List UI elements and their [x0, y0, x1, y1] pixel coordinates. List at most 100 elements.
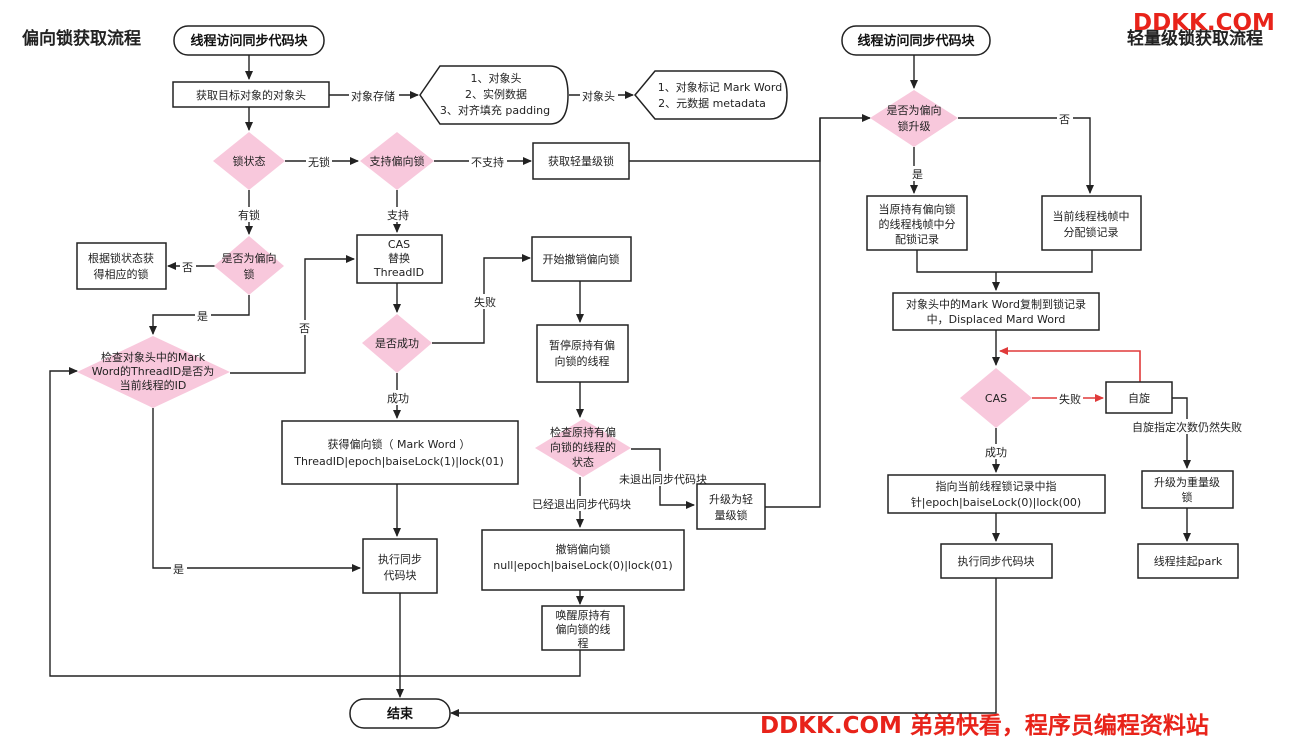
svg-text:锁: 锁: [1182, 490, 1193, 504]
node-start-right: 线程访问同步代码块: [841, 25, 991, 56]
node-check-holder-state-decision: 检查原持有偏 向锁的线程的 状态: [535, 419, 631, 477]
edge-label: 成功: [387, 392, 409, 405]
edge-label: 否: [1059, 113, 1070, 126]
svg-text:当原持有偏向锁: 当原持有偏向锁: [879, 202, 956, 216]
svg-text:1、对象头: 1、对象头: [471, 71, 522, 85]
node-point-lock-record: 指向当前线程锁记录中指 针|epoch|baiseLock(0)|lock(00…: [887, 474, 1106, 514]
edge-label: 对象存储: [351, 89, 395, 103]
svg-text:是否成功: 是否成功: [375, 337, 419, 350]
node-end: 结束: [349, 698, 451, 729]
svg-text:锁升级: 锁升级: [898, 119, 931, 133]
edge-label: 失败: [1059, 392, 1081, 406]
node-is-success-decision: 是否成功: [362, 314, 432, 373]
svg-text:获取目标对象的对象头: 获取目标对象的对象头: [196, 88, 306, 102]
svg-text:2、元数据 metadata: 2、元数据 metadata: [658, 96, 766, 110]
svg-text:配锁记录: 配锁记录: [895, 232, 939, 246]
node-lock-state-decision: 锁状态: [213, 132, 285, 190]
svg-text:根据锁状态获: 根据锁状态获: [88, 251, 154, 265]
edge-label: 有锁: [238, 208, 260, 222]
node-orig-thread-frame: 当原持有偏向锁 的线程栈帧中分 配锁记录: [866, 195, 968, 251]
node-get-biased-lock: 获得偏向锁（ Mark Word ） ThreadID|epoch|baiseL…: [281, 420, 519, 485]
node-current-thread-frame: 当前线程栈帧中 分配锁记录: [1041, 195, 1142, 251]
node-thread-park: 线程挂起park: [1137, 543, 1239, 579]
svg-text:null|epoch|baiseLock(0)|lock(0: null|epoch|baiseLock(0)|lock(01): [493, 559, 672, 572]
edge-label: 否: [182, 261, 193, 274]
node-get-lightweight-lock: 获取轻量级锁: [532, 142, 630, 180]
edge-label: 失败: [474, 295, 496, 309]
svg-text:升级为重量级: 升级为重量级: [1154, 475, 1220, 489]
svg-text:程: 程: [578, 637, 589, 650]
watermark-top: DDKK.COM: [1133, 10, 1275, 36]
svg-text:的线程栈帧中分: 的线程栈帧中分: [879, 217, 956, 231]
svg-text:撤销偏向锁: 撤销偏向锁: [556, 542, 611, 556]
svg-text:对象头中的Mark Word复制到锁记录: 对象头中的Mark Word复制到锁记录: [906, 297, 1086, 311]
left-flow-title: 偏向锁获取流程: [22, 28, 141, 49]
right-flow-title: 轻量级锁获取流程: [1127, 28, 1263, 49]
svg-text:执行同步代码块: 执行同步代码块: [958, 554, 1035, 568]
svg-text:检查对象头中的Mark: 检查对象头中的Mark: [101, 350, 206, 364]
svg-text:得相应的锁: 得相应的锁: [94, 267, 149, 281]
svg-text:锁: 锁: [244, 267, 255, 281]
svg-text:是否为偏向: 是否为偏向: [222, 251, 277, 265]
node-exec-sync-right: 执行同步代码块: [940, 543, 1053, 579]
node-get-object-header: 获取目标对象的对象头: [172, 81, 330, 108]
svg-text:中，Displaced Mard Word: 中，Displaced Mard Word: [927, 313, 1066, 326]
svg-text:替换: 替换: [388, 251, 410, 265]
svg-text:当前线程的ID: 当前线程的ID: [120, 378, 187, 392]
svg-text:代码块: 代码块: [384, 569, 417, 582]
svg-text:升级为轻: 升级为轻: [709, 492, 753, 506]
svg-text:自旋: 自旋: [1128, 391, 1150, 405]
node-check-threadid-decision: 检查对象头中的Mark Word的ThreadID是否为 当前线程的ID: [77, 336, 230, 408]
edge-label: 是: [912, 168, 923, 181]
svg-text:针|epoch|baiseLock(0)|lock(00): 针|epoch|baiseLock(0)|lock(00): [911, 495, 1081, 509]
svg-text:状态: 状态: [572, 455, 594, 469]
svg-text:支持偏向锁: 支持偏向锁: [370, 154, 425, 168]
svg-text:ThreadID|epoch|baiseLock(1)|lo: ThreadID|epoch|baiseLock(1)|lock(01): [293, 455, 504, 468]
edge-label: 不支持: [471, 155, 504, 169]
svg-text:向锁的线程的: 向锁的线程的: [550, 440, 616, 454]
svg-text:锁状态: 锁状态: [233, 154, 266, 168]
node-upgrade-lightweight: 升级为轻 量级锁: [696, 483, 766, 530]
edge-label: 否: [299, 322, 310, 335]
svg-text:是否为偏向: 是否为偏向: [887, 103, 942, 117]
svg-text:执行同步: 执行同步: [378, 552, 422, 566]
edge-label: 成功: [985, 446, 1007, 459]
edge-label: 对象头: [582, 89, 615, 103]
svg-text:线程访问同步代码块: 线程访问同步代码块: [190, 33, 308, 49]
node-spin: 自旋: [1105, 381, 1173, 414]
svg-text:线程挂起park: 线程挂起park: [1154, 554, 1223, 568]
node-pause-holder-thread: 暂停原持有偏 向锁的线程: [536, 324, 629, 383]
node-start-revoke: 开始撤销偏向锁: [531, 236, 632, 282]
svg-text:指向当前线程锁记录中指: 指向当前线程锁记录中指: [936, 479, 1057, 493]
node-is-biased-decision: 是否为偏向 锁: [214, 236, 284, 295]
svg-text:ThreadID: ThreadID: [373, 266, 424, 279]
svg-text:向锁的线程: 向锁的线程: [555, 354, 610, 368]
svg-text:CAS: CAS: [985, 392, 1007, 405]
edge-label: 是: [173, 563, 184, 576]
edge-label: 自旋指定次数仍然失败: [1132, 420, 1242, 434]
node-revoke-biased-lock: 撤销偏向锁 null|epoch|baiseLock(0)|lock(01): [481, 529, 685, 591]
svg-text:CAS: CAS: [388, 238, 410, 251]
svg-text:检查原持有偏: 检查原持有偏: [550, 425, 616, 439]
svg-text:Word的ThreadID是否为: Word的ThreadID是否为: [92, 364, 214, 378]
watermark-bottom: DDKK.COM 弟弟快看，程序员编程资料站: [760, 712, 1209, 739]
node-object-storage: 1、对象头 2、实例数据 3、对齐填充 padding: [419, 65, 569, 125]
svg-text:唤醒原持有: 唤醒原持有: [556, 608, 611, 622]
node-by-state-get-lock: 根据锁状态获 得相应的锁: [76, 242, 167, 290]
svg-text:开始撤销偏向锁: 开始撤销偏向锁: [543, 252, 620, 266]
svg-text:2、实例数据: 2、实例数据: [465, 87, 527, 101]
node-object-header-parts: 1、对象标记 Mark Word 2、元数据 metadata: [634, 70, 788, 120]
svg-text:获取轻量级锁: 获取轻量级锁: [548, 154, 614, 168]
edge-label: 无锁: [308, 155, 330, 169]
svg-text:获得偏向锁（ Mark Word ）: 获得偏向锁（ Mark Word ）: [328, 437, 471, 451]
svg-text:当前线程栈帧中: 当前线程栈帧中: [1053, 209, 1130, 223]
svg-text:3、对齐填充 padding: 3、对齐填充 padding: [440, 103, 550, 117]
edge-label: 是: [197, 310, 208, 323]
svg-text:结束: 结束: [387, 706, 414, 722]
svg-text:线程访问同步代码块: 线程访问同步代码块: [857, 33, 975, 49]
node-upgrade-heavyweight: 升级为重量级 锁: [1141, 470, 1234, 509]
svg-text:分配锁记录: 分配锁记录: [1064, 225, 1119, 239]
svg-text:偏向锁的线: 偏向锁的线: [556, 622, 611, 636]
edge-label: 未退出同步代码块: [619, 472, 707, 486]
